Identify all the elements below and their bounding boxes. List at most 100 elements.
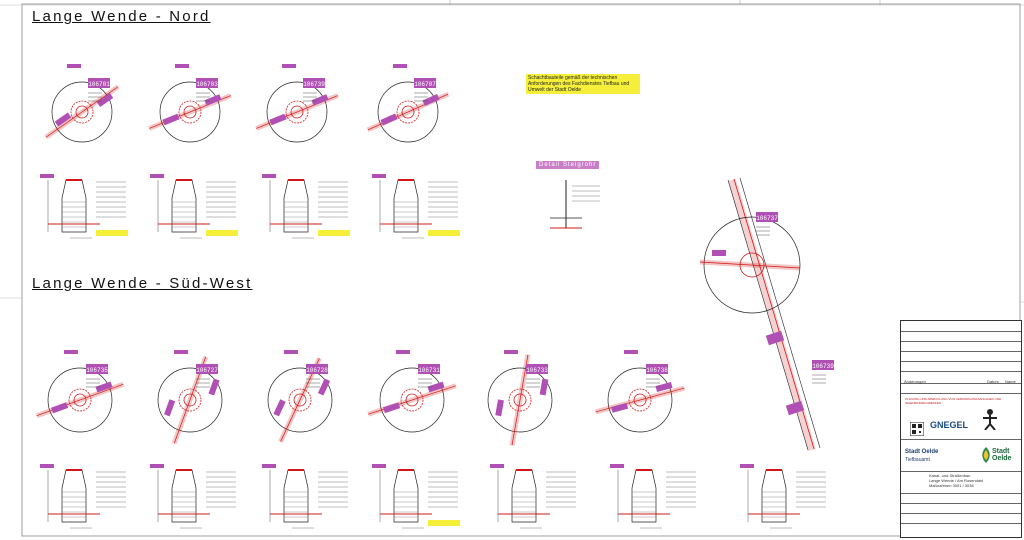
north-plan-3-id-box [303,78,325,88]
city-logo-text: Stadt Oelde [992,448,1012,462]
company-logo-text: GNEGEL [930,420,969,430]
north-plan-4-radius-circle [377,81,439,143]
southwest-plan-4-pipe [368,385,456,415]
north-plan-4-pipe-tag-right [422,94,440,106]
southwest-plan-4-id: 106731 [418,367,440,374]
southwest-plan-5-header-tag [504,350,518,354]
southwest-plan-6-pipe [595,387,685,413]
southwest-plan-3-manhole [293,393,307,407]
southwest-plan-6-id: 106738 [646,367,668,374]
city-sub: Tiefbauamt [905,457,930,463]
north-section-2-section-tag [150,174,164,178]
southwest-plan-2-pipe-tag-left [164,399,176,417]
north-plan-2-manhole-ring [178,100,202,124]
southwest-section-4-section-tag [372,464,386,468]
right-pipe-tag-3 [712,250,726,256]
southwest-section-6-section-tag [610,464,624,468]
north-plan-1-pipe-tag-right [96,92,114,108]
name-label: Name [1005,379,1016,384]
requirements-note: Schachtbauteile gemäß der technischen An… [526,74,640,94]
southwest-plan-4-pipe-tag-right [427,381,445,393]
north-plan-1-pipe-tag-left [54,112,72,127]
southwest-plan-1-pipe-tag-right [95,381,113,393]
company-figure-icon [983,409,997,430]
southwest-plan-2-header-tag [174,350,188,354]
right-id-2-box [812,360,834,370]
southwest-section-2-section-tag [150,464,164,468]
southwest-section-5-section-tag [490,464,504,468]
revisions-label: Änderungen [904,379,926,384]
southwest-plan-3-manhole-ring [288,388,312,412]
north-plan-4-manhole-ring [396,100,420,124]
north-section-3-section-tag [262,174,276,178]
city-header: Stadt Oelde [905,449,939,455]
north-plan-2-radius-circle [159,81,221,143]
southwest-plan-2-id-box [196,364,218,374]
north-plan-3-radius-circle [266,81,328,143]
north-plan-3-id: 106739 [303,81,325,88]
north-plan-1-id-box [88,78,110,88]
southwest-plan-4-manhole [405,393,419,407]
southwest-plan-1-pipe-tag-left [51,402,69,414]
southwest-plan-6-radius-circle [607,367,673,433]
southwest-plan-3-id: 106728 [306,367,328,374]
southwest-plan-5-manhole [513,393,527,407]
southwest-plan-5-pipe-tag-left [495,399,504,417]
project-line-3: Maßnahmen 3001 / 3036 [929,483,974,488]
north-plan-1-header-tag [67,64,81,68]
north-plan-4-id: 106707 [414,81,436,88]
north-plan-3-manhole [290,105,304,119]
north-plan-4-pipe-tag-left [380,113,398,126]
southwest-plan-1-pipe [36,383,124,417]
southwest-plan-2-id: 106727 [196,367,218,374]
southwest-plan-3-pipe-tag-right [317,378,331,396]
north-section-2-yellow-note [206,230,238,236]
right-branch-pipe [699,261,801,269]
north-plan-3-manhole-ring [285,100,309,124]
north-plan-1-id: 106701 [88,81,110,88]
southwest-plan-2-manhole [183,393,197,407]
north-plan-1-manhole [75,105,89,119]
north-plan-2-pipe-tag-right [204,94,222,106]
right-pipe-tag-1 [765,330,785,346]
southwest-plan-6-manhole-ring [628,388,652,412]
qr-code-icon [910,422,924,436]
north-plan-3-pipe-tag-right [311,94,329,106]
southwest-plan-3-id-box [306,364,328,374]
project-line-1: Kanal- und Straßenbau [929,473,971,478]
title-north: Lange Wende - Nord [32,8,211,25]
north-plan-3-header-tag [282,64,296,68]
southwest-section-3-section-tag [262,464,276,468]
office-heading: PLANUNG UND ABWICKLUNG VON VERSORGUNGSAN… [905,397,1002,405]
southwest-plan-5-id: 106733 [526,367,548,374]
north-plan-2-manhole [183,105,197,119]
southwest-plan-5-manhole-ring [508,388,532,412]
southwest-section-7-section-tag [740,464,754,468]
north-plan-2-pipe-tag-left [162,113,180,126]
north-plan-2-header-tag [175,64,189,68]
southwest-plan-6-manhole [633,393,647,407]
north-plan-4-header-tag [393,64,407,68]
southwest-plan-6-id-box [646,364,668,374]
right-pipe-tag-2 [785,400,805,416]
southwest-plan-4-header-tag [396,350,410,354]
southwest-plan-4-manhole-ring [400,388,424,412]
southwest-plan-6-pipe-tag-right [655,382,673,392]
southwest-plan-3-pipe-tag-left [273,399,286,417]
north-plan-1-pipe [45,86,119,138]
north-section-3-yellow-note [318,230,350,236]
date-label: Datum [987,379,999,384]
southwest-plan-1-id: 106735 [86,367,108,374]
southwest-section-1-section-tag [40,464,54,468]
city-logo-icon [982,447,990,463]
right-id-1: 106737 [756,215,778,222]
southwest-plan-5-id-box [526,364,548,374]
southwest-plan-5-pipe-tag-right [539,378,549,396]
north-section-4-yellow-note [428,230,460,236]
north-section-1-yellow-note [96,230,128,236]
southwest-plan-1-id-box [86,364,108,374]
southwest-section-4-yellow-note [428,520,460,526]
